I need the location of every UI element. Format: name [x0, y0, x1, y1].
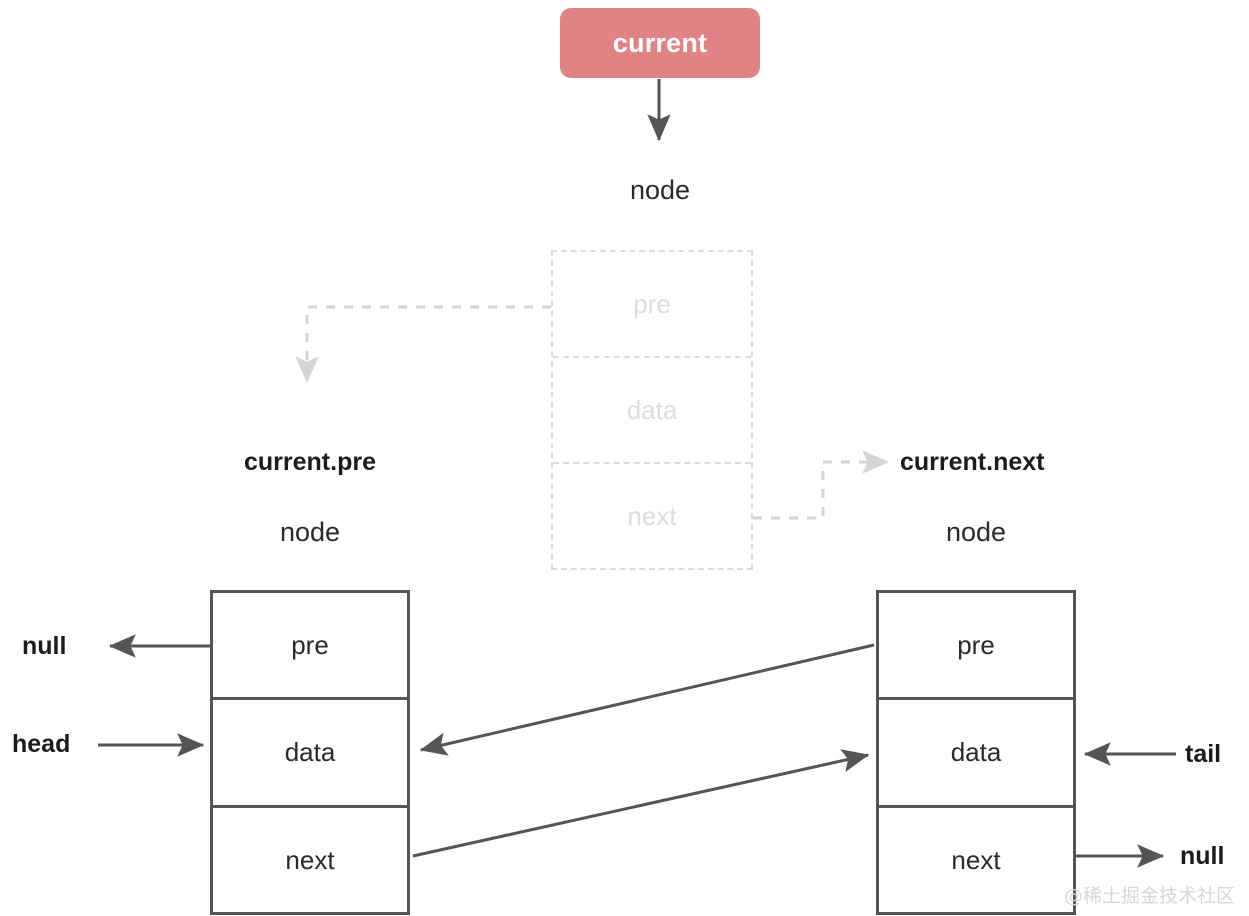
- right-node-cell-next: next: [879, 804, 1073, 912]
- arrow-right-pre-to-left-data: [419, 643, 875, 756]
- current-pointer-box[interactable]: current: [560, 8, 760, 78]
- ghost-node-box: pre data next: [551, 250, 753, 570]
- left-null-label: null: [22, 632, 67, 660]
- watermark-label: @稀土掘金技术社区: [1063, 885, 1235, 907]
- right-node-cell-data: data: [879, 697, 1073, 804]
- left-node-cell-next: next: [213, 804, 407, 912]
- arrow-left-next-to-right-data: [412, 749, 870, 858]
- ghost-node-cell-next-label: next: [627, 501, 677, 531]
- right-node-cell-next-label: next: [951, 844, 1001, 875]
- right-node-cell-data-label: data: [950, 737, 1002, 768]
- left-node-cell-data-label: data: [284, 737, 336, 768]
- right-node-box: pre data next: [876, 590, 1076, 915]
- left-node-cell-pre-label: pre: [291, 630, 329, 661]
- left-node-cell-pre: pre: [213, 593, 407, 697]
- right-node-type-label: node: [945, 517, 1007, 547]
- ghost-node-cell-pre: pre: [553, 252, 751, 356]
- ghost-arrow-pre: [295, 305, 551, 384]
- ghost-node-cell-data-label: data: [626, 395, 678, 425]
- ghost-arrow-next: [753, 450, 890, 520]
- current-target-type-label: node: [629, 175, 691, 205]
- left-node-box: pre data next: [210, 590, 410, 915]
- left-node-pointer-label: current.pre: [244, 448, 376, 476]
- ghost-node-cell-pre-label: pre: [633, 289, 671, 319]
- right-node-cell-pre: pre: [879, 593, 1073, 697]
- head-label: head: [12, 730, 71, 758]
- left-node-cell-next-label: next: [285, 844, 335, 875]
- left-node-cell-data: data: [213, 697, 407, 804]
- tail-label: tail: [1185, 740, 1222, 768]
- right-null-label: null: [1180, 842, 1225, 870]
- right-node-pointer-label: current.next: [900, 448, 1045, 476]
- ghost-node-cell-next: next: [553, 462, 751, 568]
- left-node-type-label: node: [279, 517, 341, 547]
- right-node-cell-pre-label: pre: [957, 630, 995, 661]
- ghost-node-cell-data: data: [553, 356, 751, 462]
- current-pointer-label: current: [612, 27, 708, 58]
